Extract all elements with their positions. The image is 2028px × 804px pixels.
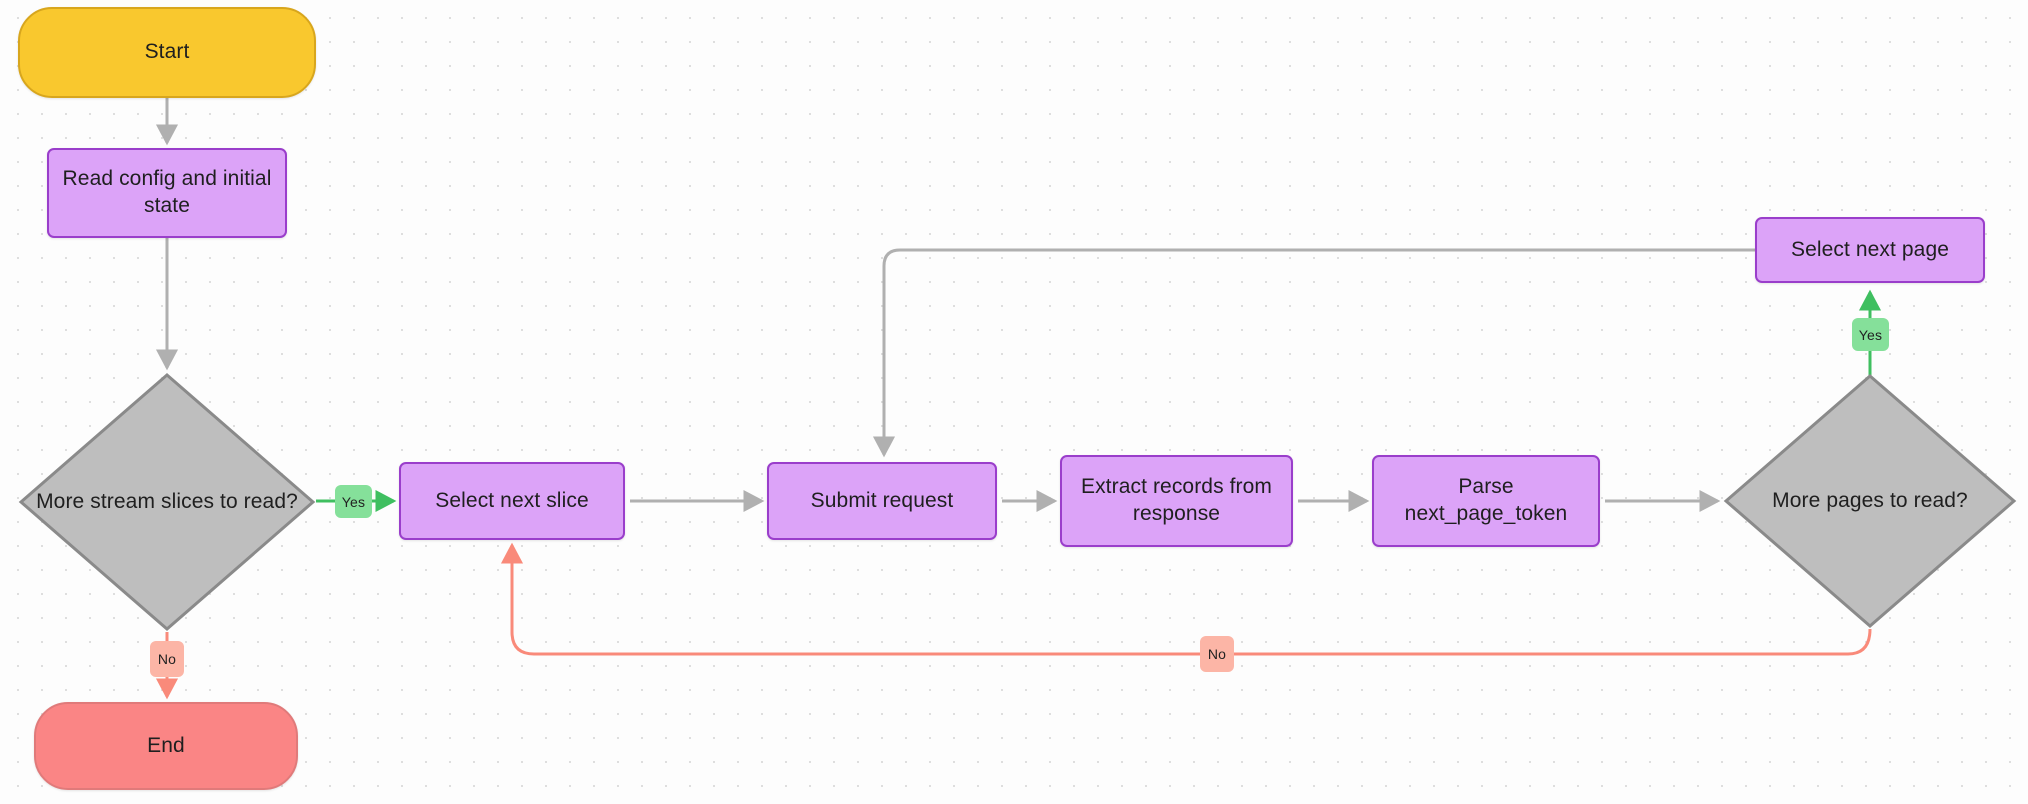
node-select-next-slice[interactable]: Select next slice <box>399 462 625 540</box>
edge-label-pages-no-text: No <box>1207 646 1227 662</box>
edge-label-pages-yes-text: Yes <box>1858 326 1883 343</box>
node-parse-next-page-token[interactable]: Parse next_page_token <box>1372 455 1600 547</box>
node-more-pages-to-read-label: More pages to read? <box>1772 488 1968 512</box>
node-end-label: End <box>147 733 185 757</box>
node-read-config-label: Read config and initial state <box>62 167 272 217</box>
node-submit-request-label: Submit request <box>810 488 954 512</box>
decision-diamond-shape <box>18 373 316 631</box>
node-select-next-page[interactable]: Select next page <box>1755 217 1985 283</box>
node-extract-records-label: Extract records from response <box>1080 475 1273 525</box>
node-start-label: Start <box>144 40 190 64</box>
node-select-next-slice-label: Select next slice <box>435 488 589 512</box>
node-more-stream-slices-label: More stream slices to read? <box>36 489 298 513</box>
edge-select-page-loop-to-submit <box>872 248 1755 458</box>
node-more-stream-slices[interactable]: More stream slices to read? <box>18 372 316 632</box>
node-start[interactable]: Start <box>18 7 316 98</box>
edge-label-slices-yes-text: Yes <box>341 493 366 510</box>
node-parse-next-page-token-label: Parse next_page_token <box>1404 475 1568 525</box>
node-select-next-page-label: Select next page <box>1790 237 1950 261</box>
edge-label-slices-no: No <box>150 641 184 677</box>
node-extract-records[interactable]: Extract records from response <box>1060 455 1293 547</box>
node-more-pages-to-read[interactable]: More pages to read? <box>1723 373 2017 629</box>
edge-label-slices-no-text: No <box>157 651 177 667</box>
node-read-config[interactable]: Read config and initial state <box>47 148 287 238</box>
edge-label-pages-yes: Yes <box>1852 318 1889 351</box>
edge-label-slices-yes: Yes <box>335 485 372 518</box>
edge-label-pages-no: No <box>1200 636 1234 672</box>
edge-more-pages-no-loop <box>500 542 1872 656</box>
node-submit-request[interactable]: Submit request <box>767 462 997 540</box>
node-end[interactable]: End <box>34 702 298 790</box>
